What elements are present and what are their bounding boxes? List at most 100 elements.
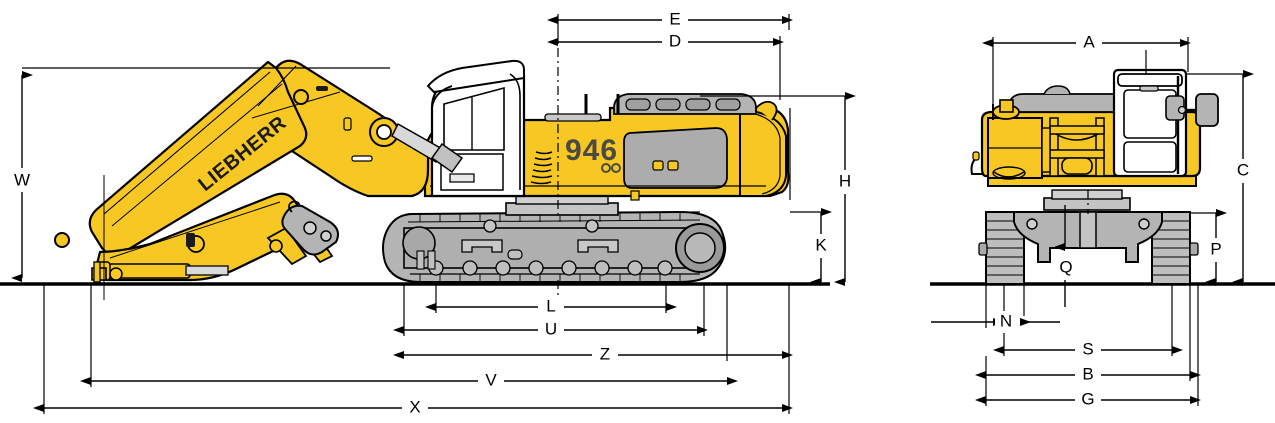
dim-label-k: K xyxy=(815,235,827,254)
model-suffix-a xyxy=(601,163,611,173)
hose-fitting xyxy=(972,151,980,161)
cab-windshield xyxy=(443,86,505,151)
label-bg-h xyxy=(833,170,859,194)
label-bg-g xyxy=(1075,389,1101,411)
cab-front-pillar xyxy=(431,85,453,109)
body-latch-c xyxy=(667,160,679,171)
model-number-text: 946 xyxy=(565,134,618,167)
side-view-machine: 946 xyxy=(54,59,790,283)
dim-label-z: Z xyxy=(600,344,610,363)
dim-label-a: A xyxy=(1083,32,1095,51)
label-bg-q xyxy=(1053,256,1079,280)
swing-bearing-top xyxy=(515,195,609,205)
carbody-pin-left xyxy=(1026,218,1038,230)
track-rollers xyxy=(428,260,673,276)
dim-label-c: C xyxy=(1237,160,1249,179)
mirror-outer xyxy=(1195,93,1219,127)
label-bg-e xyxy=(662,9,688,31)
boom-marker-c xyxy=(351,155,373,162)
tank-filler-neck xyxy=(999,99,1014,113)
cab-door-handle xyxy=(449,173,475,183)
hood-handle xyxy=(1043,85,1071,95)
front-operator-cab xyxy=(1112,68,1219,178)
cooling-grille xyxy=(530,151,553,185)
label-bg-u xyxy=(538,319,564,341)
boom-marker-b xyxy=(316,86,328,91)
track-shoe-ticks-bottom xyxy=(419,274,681,282)
stick-foot-eye xyxy=(109,267,123,281)
model-suffix-b xyxy=(611,163,621,173)
idler-guide-a xyxy=(416,250,425,270)
front-swing-bearing-top xyxy=(1051,189,1123,200)
mirror-joint xyxy=(1177,105,1187,115)
boom-marker-a xyxy=(343,117,352,131)
side-access-panel xyxy=(623,127,728,189)
dim-label-w: W xyxy=(14,170,30,189)
dim-label-q: Q xyxy=(1059,257,1072,276)
label-bg-d xyxy=(662,31,688,53)
track-frame xyxy=(403,227,705,269)
dimension-lines-side xyxy=(11,14,856,414)
dim-label-u: U xyxy=(545,319,557,338)
operator-cab-side xyxy=(426,59,526,198)
dim-label-l: L xyxy=(546,296,555,315)
front-machinery-frame xyxy=(1041,117,1105,177)
label-bg-k xyxy=(809,234,835,258)
label-bg-l xyxy=(538,296,564,318)
boom-tip-eye xyxy=(54,232,70,248)
stick-edge-line xyxy=(109,201,281,259)
label-bg-z xyxy=(592,344,618,366)
boom-cylinder-barrel xyxy=(430,142,464,174)
label-bg-w xyxy=(10,168,36,192)
front-cab-roof xyxy=(1117,73,1183,87)
center-swivel xyxy=(1079,211,1097,249)
frame-plate-left xyxy=(461,239,503,253)
label-bg-c xyxy=(1231,159,1257,183)
dim-label-d: D xyxy=(669,31,681,50)
dim-label-h: H xyxy=(839,171,851,190)
stick-marker xyxy=(186,233,195,247)
carbody-pin-right xyxy=(1138,218,1150,230)
track-left-guide xyxy=(978,242,988,256)
dim-label-p: P xyxy=(1210,239,1221,258)
frame-plate-right xyxy=(577,239,619,253)
rear-handrail xyxy=(755,100,778,121)
label-bg-n xyxy=(995,311,1017,333)
coupler-pin-b xyxy=(320,230,332,242)
dim-label-s: S xyxy=(1082,339,1093,358)
dim-label-b: B xyxy=(1082,364,1093,383)
stick-assembly xyxy=(91,192,339,283)
body-latch-a xyxy=(630,190,640,201)
counterweight xyxy=(739,108,787,197)
boom-assembly: LIEBHERR xyxy=(54,59,464,256)
access-step xyxy=(993,171,1025,178)
carrier-roller-right xyxy=(585,219,599,233)
sprocket-hub xyxy=(684,232,716,264)
front-cab-lower-window xyxy=(1123,141,1177,173)
dim-label-n: N xyxy=(1000,311,1012,330)
label-bg-x xyxy=(402,397,428,419)
boom-pivot-inner xyxy=(376,124,392,140)
body-latch-b xyxy=(652,160,664,171)
label-bg-a xyxy=(1076,32,1102,54)
counterweight-inner-line xyxy=(744,111,781,195)
front-view-machine xyxy=(970,50,1219,285)
frame-port xyxy=(507,249,523,260)
boom-joint-upper xyxy=(293,89,309,105)
swing-bearing xyxy=(505,202,619,216)
label-bg-v xyxy=(478,370,504,392)
idler-guide-b xyxy=(427,250,436,270)
walkway-rail xyxy=(544,113,602,122)
front-swing-bearing xyxy=(1043,197,1131,211)
dim-label-v: V xyxy=(485,370,497,389)
coupler-hook xyxy=(288,200,301,213)
stick-foot-plate xyxy=(93,261,101,283)
dim-label-e: E xyxy=(669,9,680,28)
stick-cylinder-rod xyxy=(185,265,229,276)
coupler-pin-a xyxy=(303,221,317,235)
boom-knuckle-line xyxy=(257,65,297,107)
label-bg-s xyxy=(1075,339,1101,361)
front-cab-roof-vent xyxy=(1139,85,1159,92)
